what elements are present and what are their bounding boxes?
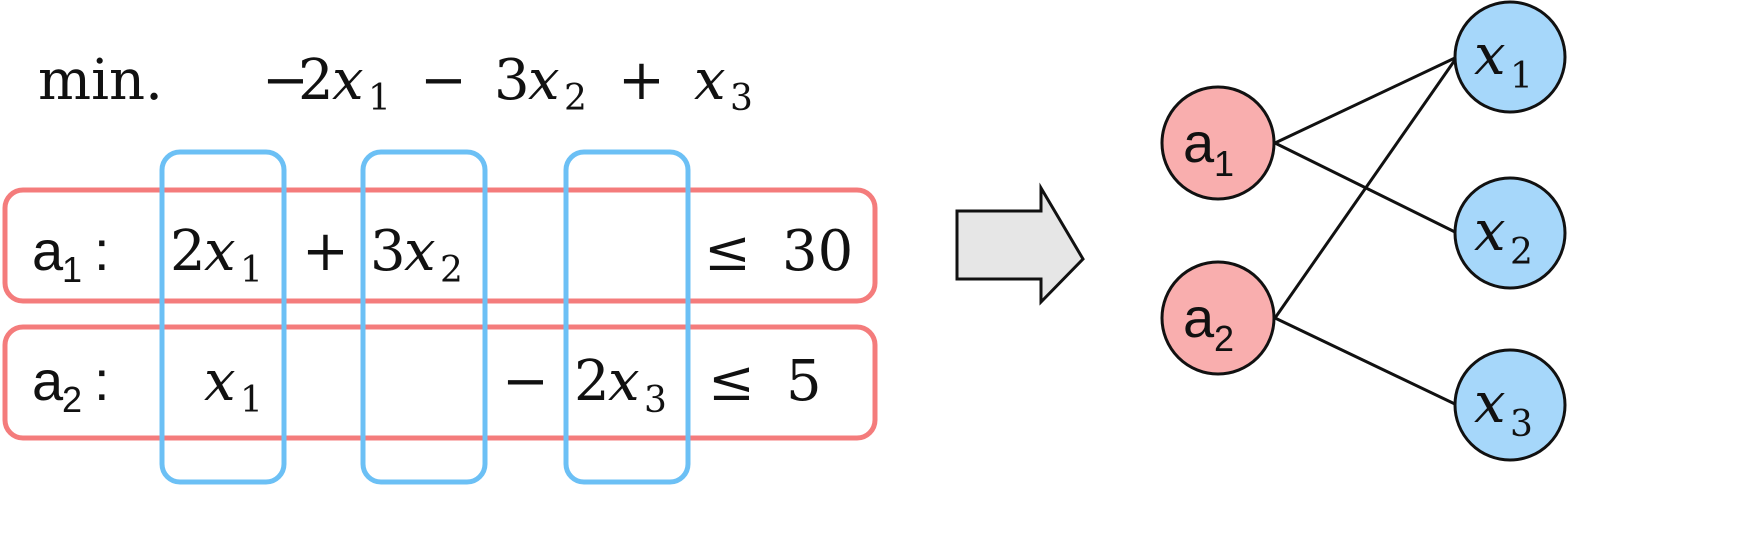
- objective-term-1-sub: 1: [368, 78, 391, 119]
- objective-function: min. − 2 x 1 − 3 x 2 + x 3: [38, 48, 753, 119]
- edge-a2-x3: [1274, 316, 1458, 407]
- graph-node-x3: x 3: [1453, 348, 1567, 462]
- graph-node-a1-sub: 1: [1214, 143, 1234, 184]
- transform-arrow-icon: [955, 182, 1085, 306]
- objective-term-2-sub: 2: [564, 78, 587, 119]
- edge-a1-x1: [1274, 55, 1458, 145]
- graph-node-a2-sub: 2: [1214, 318, 1234, 359]
- constraint-a2-sub: 2: [62, 379, 82, 420]
- constraint-row-a2-box: [2, 324, 878, 441]
- constraint-a1-term-1-coef: 2: [170, 219, 206, 284]
- constraint-a1-sub: 1: [62, 249, 82, 290]
- constraint-a1-name: a: [32, 219, 64, 282]
- graph-node-x2-var: x: [1474, 199, 1506, 264]
- constraint-a2-name: a: [32, 349, 64, 412]
- variable-column-x2-box: [360, 149, 488, 485]
- graph-node-x2: x 2: [1453, 176, 1567, 290]
- constraint-a1-term-2-sign: +: [302, 219, 349, 284]
- constraint-a1-term-2-coef: 3: [370, 219, 406, 284]
- constraint-a1-term-2-sub: 2: [440, 250, 463, 291]
- constraint-a2-term-2-coef: 2: [574, 349, 610, 414]
- constraint-row-a2: a 2 : x 1 − 2 x 3 ≤ 5: [32, 349, 822, 421]
- constraint-row-a1-box: [2, 187, 878, 304]
- constraint-a2-colon: :: [94, 349, 110, 412]
- graph-node-a1: a 1: [1160, 85, 1276, 201]
- objective-term-2-coef: 3: [494, 48, 530, 113]
- constraint-a1-term-1-var: x: [204, 219, 236, 284]
- objective-term-2-sign: −: [420, 48, 467, 113]
- graph-node-a1-name: a: [1183, 111, 1215, 174]
- objective-term-1-var: x: [332, 48, 364, 113]
- objective-term-1-coef: 2: [298, 48, 334, 113]
- graph-node-x3-sub: 3: [1510, 404, 1533, 445]
- constraint-a2-term-2-sign: −: [502, 349, 549, 414]
- objective-term-3-sub: 3: [730, 78, 753, 119]
- graph-node-x2-sub: 2: [1510, 232, 1533, 273]
- graph-node-x1-var: x: [1474, 23, 1506, 88]
- constraint-a1-term-1-sub: 1: [240, 250, 263, 291]
- bipartite-graph: a 1 a 2 x 1 x 2 x 3: [1160, 0, 1567, 462]
- objective-term-3-var: x: [694, 48, 726, 113]
- variable-column-x3-box: [563, 149, 691, 485]
- edge-a2-x1: [1273, 56, 1459, 319]
- graph-node-a2: a 2: [1160, 260, 1276, 376]
- constraint-a2-relation: ≤: [708, 349, 755, 414]
- constraint-a1-colon: :: [94, 219, 110, 282]
- objective-term-3-sign: +: [618, 48, 665, 113]
- graph-node-a2-name: a: [1183, 286, 1215, 349]
- constraint-row-a1: a 1 : 2 x 1 + 3 x 2 ≤ 30: [32, 219, 853, 291]
- constraint-a2-term-2-sub: 3: [644, 380, 667, 421]
- constraint-a1-relation: ≤: [704, 219, 751, 284]
- constraint-a1-rhs: 30: [782, 219, 853, 284]
- graph-node-x1-sub: 1: [1510, 56, 1533, 97]
- objective-term-1-sign: −: [262, 48, 309, 113]
- variable-column-x1-box: [159, 149, 287, 485]
- graph-node-x3-var: x: [1474, 371, 1506, 436]
- constraint-a2-term-1-var: x: [204, 349, 236, 414]
- constraint-a2-term-2-var: x: [608, 349, 640, 414]
- graph-node-x1: x 1: [1453, 0, 1567, 114]
- constraint-a1-term-2-var: x: [404, 219, 436, 284]
- objective-term-2-var: x: [528, 48, 560, 113]
- constraint-a2-rhs: 5: [786, 349, 822, 414]
- constraint-a2-term-1-sub: 1: [240, 380, 263, 421]
- objective-label: min.: [38, 48, 163, 113]
